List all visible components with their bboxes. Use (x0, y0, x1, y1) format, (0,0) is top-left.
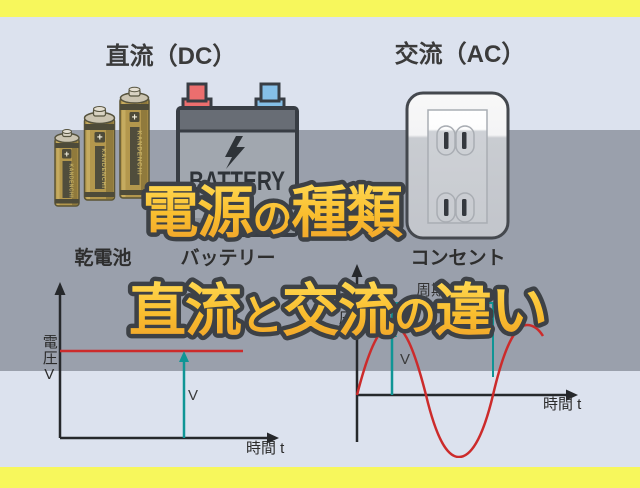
top-yellow-border (0, 0, 640, 17)
outlet-socket-top (436, 125, 475, 156)
battery-terminal-positive (181, 82, 213, 111)
caption-outlet: コンセント (410, 248, 506, 269)
title1-kanji-b: 種類 (292, 181, 404, 244)
brand-text: KANDENCHI (135, 131, 141, 176)
plus-mark: + (97, 133, 103, 144)
title2-kanji-c: 違い (435, 279, 547, 343)
title1-kanji-a: 電源 (143, 181, 254, 244)
bottom-yellow-border (0, 467, 640, 488)
plus-mark: + (64, 149, 69, 159)
y-axis-arrow (351, 264, 363, 277)
dry-cell-tall: + KANDENCHI (119, 86, 150, 199)
y-axis-arrow (54, 282, 66, 295)
lightning-bolt-icon (225, 136, 245, 169)
ac-sine-wave (355, 323, 545, 458)
dc-y-axis-label: 電圧V (40, 334, 58, 384)
ac-y-axis-label: 電圧V (336, 294, 354, 344)
brand-text: KANDENCHI (68, 164, 74, 199)
dc-v-annotation: V (188, 387, 199, 404)
dry-cell-medium: + KANDENCHI (83, 106, 116, 201)
x-axis-arrow (566, 389, 578, 401)
outlet-illustration (405, 91, 510, 240)
caption-car-battery: バッテリー (180, 248, 276, 269)
battery-word: BATTERY (189, 166, 285, 196)
heading-dc: 直流（DC） (105, 43, 237, 70)
title2-kanji-b: 交流 (282, 279, 394, 343)
brand-text: KANDENCHI (100, 149, 106, 189)
period-bracket (391, 302, 494, 377)
dry-cell-batteries-illustration: + KANDENCHI + KANDENCHI (54, 86, 150, 207)
ac-x-axis-label: 時間 t (543, 396, 582, 413)
battery-body (176, 106, 299, 237)
ac-voltage-graph (351, 264, 578, 458)
dc-voltage-graph (54, 282, 279, 444)
outlet-socket-bottom (436, 192, 475, 223)
title2-kanji-a: 直流 (129, 279, 241, 343)
main-title: 電源の種類 直流と交流の違い (124, 177, 552, 348)
v-arrow-head (387, 326, 397, 337)
battery-terminal-negative (254, 82, 286, 111)
ac-period-annotation: 周期 (416, 282, 447, 299)
heading-ac: 交流（AC） (394, 41, 526, 68)
car-battery-illustration: BATTERY (176, 82, 299, 237)
ac-v-annotation: V (400, 351, 411, 368)
title1-kana: の (253, 197, 292, 241)
dc-x-axis-label: 時間 t (246, 440, 285, 457)
v-arrow-head (179, 351, 189, 362)
x-axis-arrow (267, 432, 279, 444)
plus-mark: + (132, 112, 138, 123)
dry-cell-small: + KANDENCHI (54, 129, 80, 207)
title-line-1: 電源の種類 (143, 181, 404, 244)
title-line-2: 直流と交流の違い (129, 279, 547, 343)
title2-kana-b: の (394, 292, 435, 339)
caption-dry-cell: 乾電池 (74, 248, 132, 269)
title2-kana-a: と (241, 292, 282, 339)
